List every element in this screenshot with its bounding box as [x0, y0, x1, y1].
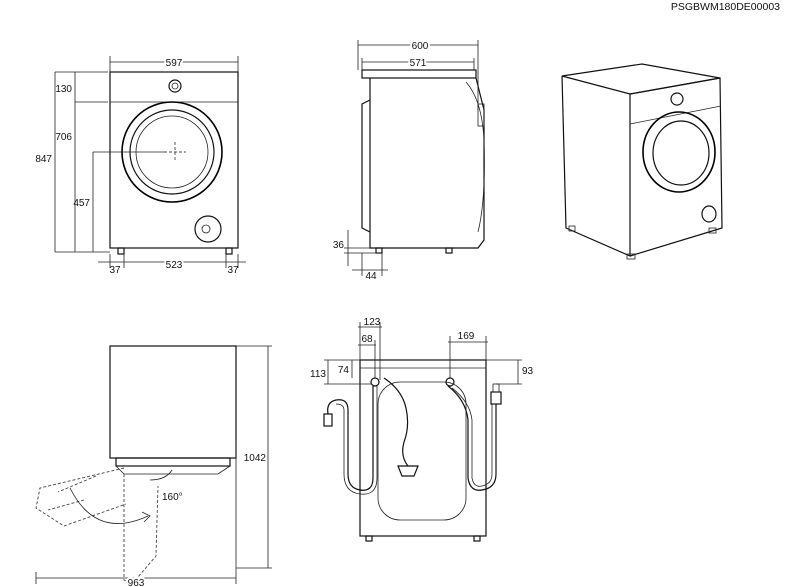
- dim-body-depth: 571: [410, 58, 427, 69]
- side-foot-front: [445, 247, 453, 254]
- dim-top-offset-inner: 74: [338, 365, 350, 376]
- side-back-bulge: [361, 99, 371, 233]
- side-cabinet: [369, 77, 485, 249]
- dim-hose-left-offset: 123: [364, 317, 381, 328]
- iso-knob-icon: [670, 92, 684, 106]
- inlet-hose-inner: [451, 387, 493, 487]
- dim-top-offset-outer: 113: [310, 369, 326, 380]
- door-ghost-detail: [47, 475, 97, 511]
- side-door-profile: [465, 81, 485, 233]
- inlet-hose: [447, 385, 497, 491]
- iso-filter: [701, 205, 717, 223]
- iso-top: [561, 63, 721, 95]
- arc-arrow-icon: [141, 511, 151, 523]
- dim-inlet-offset: 169: [458, 331, 475, 342]
- dim-opening-angle: 160°: [162, 492, 183, 503]
- program-knob-icon: [168, 79, 182, 93]
- back-view: 123 68 169 113 74 93: [310, 317, 534, 542]
- model-code: PSGBWM180DE00003: [671, 1, 780, 13]
- drain-hose-inner: [335, 386, 378, 495]
- front-view: 597 847 130 706 457 37 523 37: [35, 56, 246, 276]
- dim-open-width: 963: [128, 578, 145, 587]
- dim-right-top: 93: [522, 366, 534, 377]
- dim-total-height: 847: [35, 154, 52, 165]
- iso-door-outer: [642, 111, 716, 193]
- iso-foot: [568, 225, 576, 232]
- dim-foot-offset: 44: [365, 271, 377, 282]
- iso-foot: [626, 253, 636, 260]
- iso-side: [561, 75, 631, 257]
- power-cable: [383, 377, 409, 467]
- front-foot-right: [225, 247, 233, 255]
- filter-cap: [201, 224, 211, 234]
- iso-panel-line: [629, 105, 722, 125]
- drain-hose-end: [323, 413, 333, 427]
- angle-leader: [149, 469, 173, 481]
- back-foot: [473, 535, 481, 542]
- side-foot-back: [375, 247, 383, 254]
- drain-outlet-icon: [370, 377, 380, 387]
- dim-foot-height: 36: [333, 240, 345, 251]
- side-view: 600 571 36 44: [333, 39, 485, 282]
- iso-front: [629, 77, 723, 257]
- door-swing-arc: [69, 487, 149, 524]
- power-plug-icon: [397, 465, 419, 477]
- front-foot-left: [117, 247, 125, 255]
- door-open-view: 160° 1042 963: [35, 345, 272, 587]
- iso-view: [561, 63, 723, 260]
- dim-foot-left: 37: [109, 265, 121, 276]
- top-view-hinge: [115, 465, 231, 475]
- back-panel: [377, 381, 467, 521]
- door-ghost-2: [123, 474, 159, 585]
- dim-front-width: 597: [166, 58, 183, 69]
- side-knob: [477, 103, 485, 127]
- iso-door-glass: [652, 120, 710, 186]
- dim-hose-inner-offset: 68: [361, 334, 373, 345]
- dim-top-offset: 130: [55, 84, 72, 95]
- dim-open-height: 1042: [244, 453, 267, 464]
- filter-cover: [194, 215, 222, 243]
- iso-foot: [708, 227, 717, 234]
- dim-foot-span: 523: [166, 260, 183, 271]
- program-knob-inner: [171, 82, 179, 90]
- back-cabinet: [359, 359, 487, 537]
- top-view-base: [115, 457, 231, 467]
- dim-total-depth: 600: [412, 41, 429, 52]
- inlet-connector-top: [492, 383, 500, 393]
- back-foot: [365, 535, 373, 542]
- front-cabinet: [109, 71, 239, 249]
- top-view-cabinet: [109, 345, 237, 459]
- dim-door-center: 457: [73, 198, 90, 209]
- side-top-panel: [361, 69, 477, 79]
- inlet-connector: [490, 391, 502, 405]
- drain-hose: [327, 386, 374, 491]
- dim-foot-right: 37: [227, 265, 239, 276]
- door-ghost-1: [35, 467, 127, 527]
- dim-door-height: 706: [55, 132, 72, 143]
